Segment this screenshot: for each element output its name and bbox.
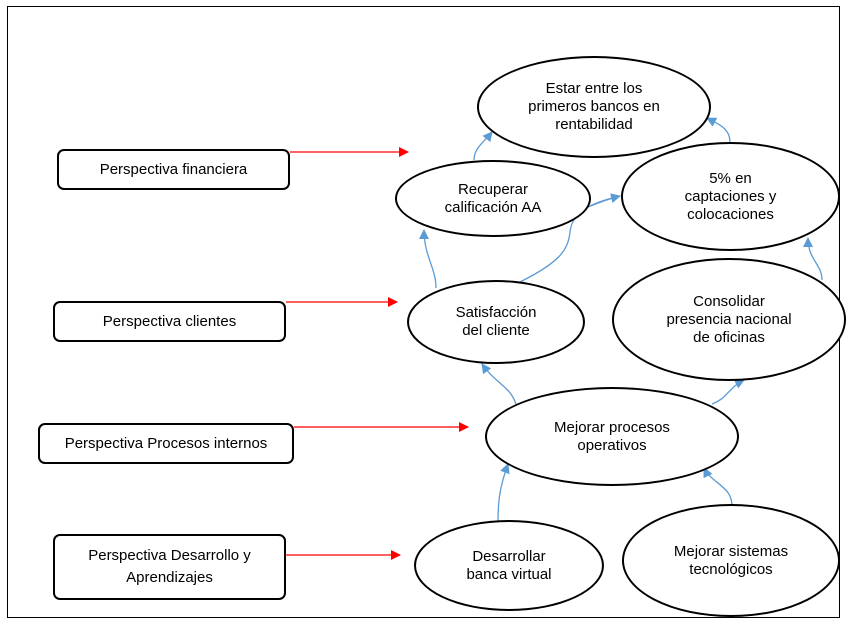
objective-recuperar-calificacion: Recuperar calificación AA [395, 160, 591, 237]
objective-satisfaccion-cliente: Satisfacción del cliente [407, 280, 585, 364]
link-satisfaccion-to-captaciones [519, 195, 621, 283]
perspective-desarrollo-aprendizajes: Perspectiva Desarrollo y Aprendizajes [53, 534, 286, 600]
link-satisfaccion-to-recuperar [419, 229, 437, 289]
link-desarrollar-to-procesos [497, 463, 510, 523]
link-captaciones-to-estar [706, 117, 731, 143]
objective-estar-entre-primeros: Estar entre los primeros bancos en renta… [477, 56, 711, 158]
perspective-procesos-internos: Perspectiva Procesos internos [38, 423, 294, 464]
link-procesos-to-satisfaccion [481, 363, 517, 405]
link-sistemas-to-procesos [703, 467, 733, 507]
perspective-clientes: Perspectiva clientes [53, 301, 286, 342]
objective-captaciones-colocaciones: 5% en captaciones y colocaciones [621, 142, 840, 251]
objective-desarrollar-banca-virtual: Desarrollar banca virtual [414, 520, 604, 611]
objective-mejorar-procesos: Mejorar procesos operativos [485, 387, 739, 486]
perspective-financiera: Perspectiva financiera [57, 149, 290, 190]
link-consolidar-to-captaciones [803, 237, 823, 281]
objective-mejorar-sistemas: Mejorar sistemas tecnológicos [622, 504, 840, 617]
link-procesos-to-consolidar [711, 379, 745, 405]
link-recuperar-to-estar [473, 131, 493, 161]
objective-consolidar-presencia: Consolidar presencia nacional de oficina… [612, 258, 846, 381]
